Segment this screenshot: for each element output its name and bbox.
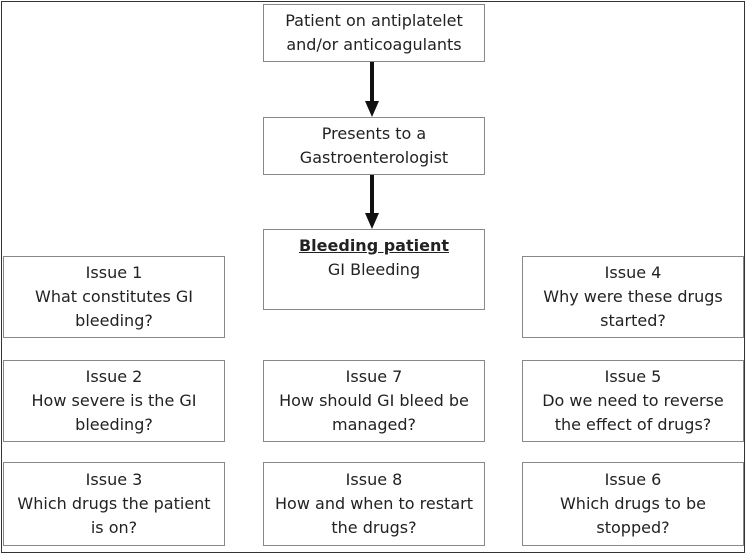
issue-2-line-2: How severe is the GI (31, 391, 197, 410)
issue-6-line-3: stopped? (596, 518, 670, 537)
issue-2-line-3: bleeding? (75, 415, 153, 434)
issue-5-title: Issue 5 (604, 367, 662, 386)
issue-2-title: Issue 2 (85, 367, 143, 386)
issue-4-title: Issue 4 (604, 263, 662, 282)
node-start-line-2: and/or anticoagulants (286, 35, 462, 54)
issue-7-line-3: managed? (332, 415, 416, 434)
node-issue-2: Issue 2 How severe is the GI bleeding? (3, 360, 225, 442)
node-bleeding-patient: Bleeding patient GI Bleeding (263, 229, 485, 310)
issue-8-title: Issue 8 (345, 470, 403, 489)
issue-6-title: Issue 6 (604, 470, 662, 489)
issue-7-title: Issue 7 (345, 367, 403, 386)
arrow-presents-to-bleeding (365, 175, 379, 229)
issue-8-line-3: the drugs? (331, 518, 417, 537)
node-bleeding-heading: Bleeding patient (298, 236, 449, 255)
node-issue-1: Issue 1 What constitutes GI bleeding? (3, 256, 225, 338)
issue-3-line-2: Which drugs the patient (17, 494, 211, 513)
issue-4-line-3: started? (600, 311, 666, 330)
issue-1-line-2: What constitutes GI (35, 287, 193, 306)
node-start: Patient on antiplatelet and/or anticoagu… (263, 4, 485, 62)
node-bleeding-line-1: GI Bleeding (327, 260, 421, 279)
node-issue-3: Issue 3 Which drugs the patient is on? (3, 462, 225, 546)
node-issue-6: Issue 6 Which drugs to be stopped? (522, 462, 744, 546)
issue-5-line-2: Do we need to reverse (542, 391, 724, 410)
node-start-line-1: Patient on antiplatelet (285, 11, 463, 30)
node-issue-4: Issue 4 Why were these drugs started? (522, 256, 744, 338)
issue-3-line-3: is on? (90, 518, 138, 537)
node-issue-8: Issue 8 How and when to restart the drug… (263, 462, 485, 546)
node-presents: Presents to a Gastroenterologist (263, 117, 485, 175)
node-presents-line-1: Presents to a (321, 124, 427, 143)
issue-1-title: Issue 1 (85, 263, 143, 282)
issue-7-line-2: How should GI bleed be (279, 391, 469, 410)
issue-4-line-2: Why were these drugs (543, 287, 723, 306)
issue-8-line-2: How and when to restart (275, 494, 473, 513)
node-issue-5: Issue 5 Do we need to reverse the effect… (522, 360, 744, 442)
issue-5-line-3: the effect of drugs? (554, 415, 712, 434)
arrow-start-to-presents (365, 62, 379, 117)
issue-6-line-2: Which drugs to be (559, 494, 707, 513)
node-presents-line-2: Gastroenterologist (299, 148, 449, 167)
issue-3-title: Issue 3 (85, 470, 143, 489)
node-issue-7: Issue 7 How should GI bleed be managed? (263, 360, 485, 442)
issue-1-line-3: bleeding? (75, 311, 153, 330)
